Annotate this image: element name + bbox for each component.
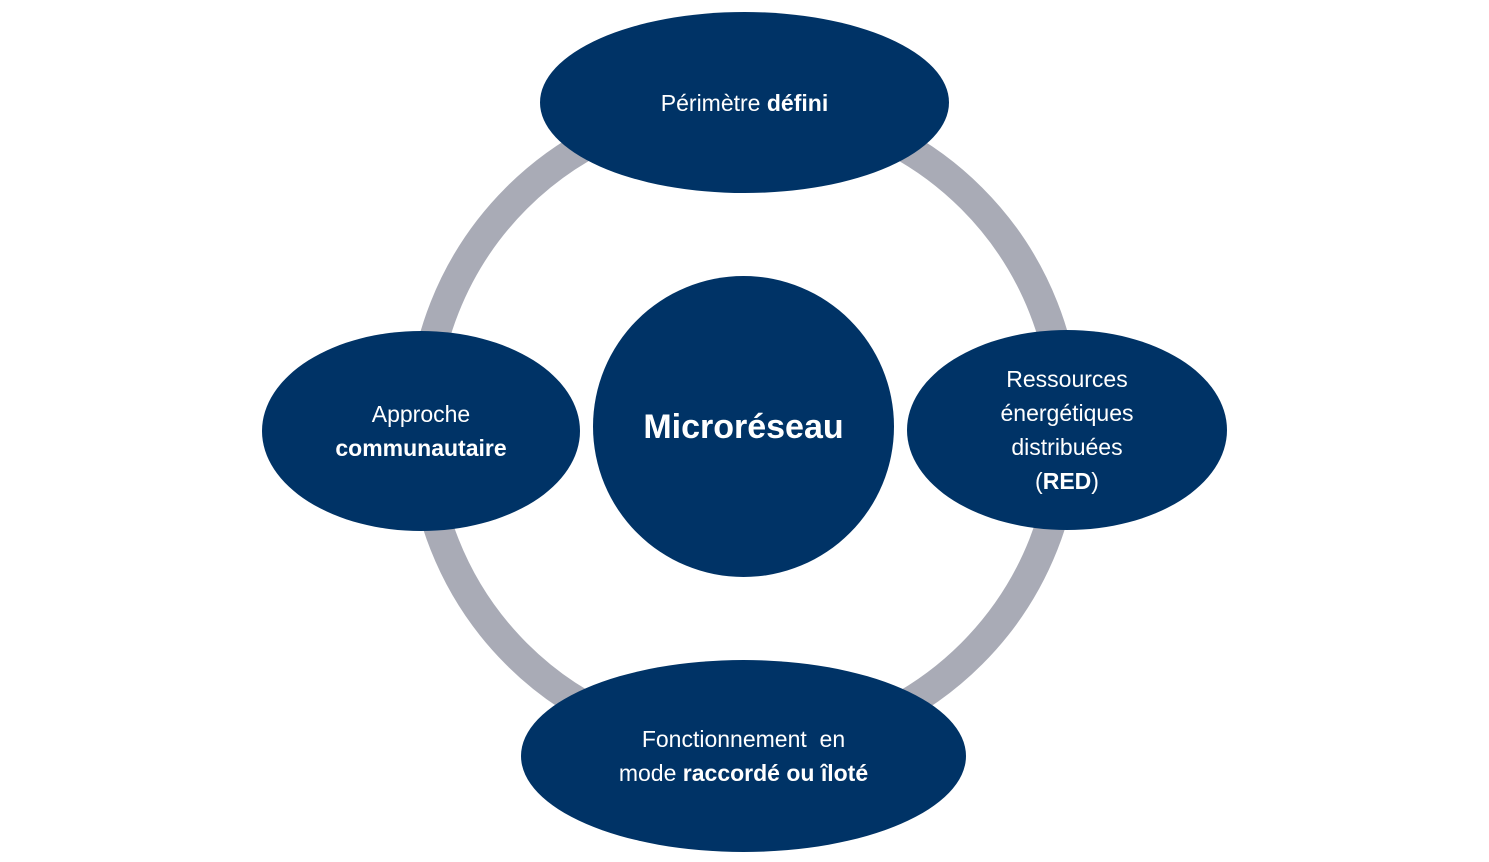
node-bottom-line2-text: mode	[618, 760, 677, 786]
center-label: Microréseau	[643, 407, 844, 446]
node-right-close-paren: )	[1091, 468, 1099, 494]
node-bottom-text: Fonctionnement en mode raccordé ou îloté	[619, 722, 868, 790]
node-top-text: Périmètre défini	[661, 86, 828, 120]
node-top-bold: défini	[766, 89, 829, 116]
node-right-line4: (RED)	[1001, 464, 1134, 498]
node-community-approach: Approche communautaire	[262, 331, 580, 531]
node-defined-perimeter: Périmètre défini	[540, 12, 949, 193]
node-right-line3: distribuées	[1011, 434, 1123, 460]
node-distributed-energy-resources: Ressources énergétiques distribuées (RED…	[907, 330, 1227, 530]
node-connected-or-islanded-mode: Fonctionnement en mode raccordé ou îloté	[521, 660, 966, 852]
node-top-label: Périmètre	[660, 89, 761, 116]
node-left-bold: communautaire	[335, 435, 507, 461]
node-center-microgrid: Microréseau	[593, 276, 894, 577]
node-right-bold: RED	[1042, 468, 1092, 494]
node-left-line1: Approche	[371, 401, 471, 427]
node-left-text: Approche communautaire	[335, 397, 506, 465]
node-bottom-line1: Fonctionnement en	[641, 726, 846, 752]
node-right-text: Ressources énergétiques distribuées (RED…	[1001, 362, 1134, 498]
node-bottom-line2: mode raccordé ou îloté	[619, 756, 868, 790]
node-bottom-bold: raccordé ou îloté	[682, 760, 869, 786]
node-right-line2: énergétiques	[1000, 400, 1134, 426]
node-right-line1: Ressources	[1006, 366, 1128, 392]
node-right-open-paren: (	[1035, 468, 1043, 494]
